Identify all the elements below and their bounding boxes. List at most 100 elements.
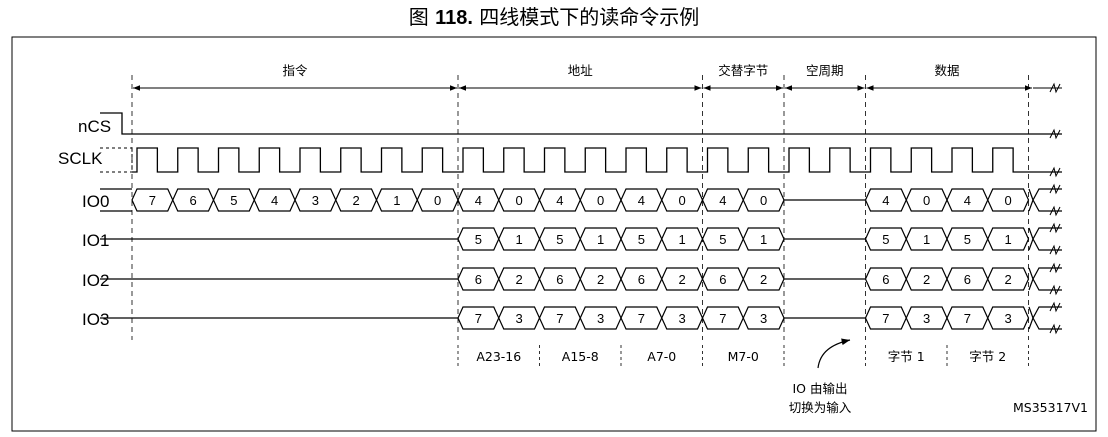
io0-instruction-cell-value: 1 bbox=[393, 193, 400, 208]
io3-data-cell-value: 7 bbox=[882, 311, 889, 326]
break-markers bbox=[1049, 82, 1061, 335]
io3-data-cell-value: 3 bbox=[923, 311, 930, 326]
io0-alternate-cell-value: 0 bbox=[760, 193, 767, 208]
data-byte-label: 字节 1 bbox=[888, 349, 925, 364]
sclk-waveform bbox=[100, 147, 1062, 173]
signal-label-io1: IO1 bbox=[82, 231, 109, 250]
io2-tail-top bbox=[1028, 267, 1062, 281]
io2-tail-bottom bbox=[1028, 277, 1062, 291]
io3-address-cell-value: 7 bbox=[556, 311, 563, 326]
phase-break-marker bbox=[1049, 82, 1061, 94]
io1-break-marker-bottom bbox=[1049, 244, 1061, 256]
io1-alternate-cell-value: 1 bbox=[760, 232, 767, 247]
io3-address-cell-value: 3 bbox=[516, 311, 523, 326]
io0-tail-top bbox=[1028, 188, 1062, 202]
phase-label-alternate: 交替字节 bbox=[718, 63, 768, 78]
phase-label-address: 地址 bbox=[568, 63, 594, 78]
io0-instruction-cell-value: 6 bbox=[190, 193, 197, 208]
phase-arrows: 指令地址交替字节空周期数据 bbox=[133, 63, 1062, 91]
io0-instruction-cell-value: 3 bbox=[312, 193, 319, 208]
signal-label-io0: IO0 bbox=[82, 192, 109, 211]
io2-data-cell-value: 6 bbox=[964, 272, 971, 287]
io1-data-cell-value: 5 bbox=[964, 232, 971, 247]
signal-label-sclk: SCLK bbox=[58, 149, 103, 168]
io2-alternate-cell-value: 6 bbox=[719, 272, 726, 287]
io-turnaround-arrow bbox=[817, 338, 851, 369]
figure-title-text: 四线模式下的读命令示例 bbox=[479, 5, 700, 29]
io1-address-cell-value: 1 bbox=[516, 232, 523, 247]
diagram-frame bbox=[11, 36, 1097, 432]
io3-address-cell-value: 3 bbox=[597, 311, 604, 326]
io1-address-cell-value: 1 bbox=[597, 232, 604, 247]
io3-address-cell-value: 3 bbox=[679, 311, 686, 326]
signal-label-ncs: nCS bbox=[78, 117, 111, 136]
io1-address-cell-value: 5 bbox=[638, 232, 645, 247]
data-byte-label: 字节 2 bbox=[969, 349, 1006, 364]
io0-address-cell-value: 0 bbox=[597, 193, 604, 208]
io2-data-cell-value: 6 bbox=[882, 272, 889, 287]
signal-label-io3: IO3 bbox=[82, 310, 109, 329]
io1-address-cell-value: 5 bbox=[475, 232, 482, 247]
io0-address-cell-value: 0 bbox=[679, 193, 686, 208]
sclk-break-marker bbox=[1049, 166, 1061, 178]
io0-instruction-cell-value: 7 bbox=[149, 193, 156, 208]
io0-instruction-cell-value: 4 bbox=[271, 193, 278, 208]
io0-address-cell-value: 4 bbox=[638, 193, 645, 208]
figure-code: MS35317V1 bbox=[1013, 400, 1088, 415]
alternate-byte-label: M7-0 bbox=[728, 349, 759, 364]
address-byte-label: A23-16 bbox=[476, 349, 521, 364]
io2-break-marker-top bbox=[1049, 262, 1061, 274]
io1-data-cell bbox=[987, 227, 1030, 251]
io1-tail-bottom bbox=[1028, 237, 1062, 251]
io2-address-cell-value: 2 bbox=[516, 272, 523, 287]
io1-data-cell-value: 5 bbox=[882, 232, 889, 247]
io3-data-cell-value: 7 bbox=[964, 311, 971, 326]
io3-data-cell bbox=[987, 306, 1030, 330]
ncs-break-marker bbox=[1049, 128, 1061, 140]
ncs-line bbox=[100, 112, 1062, 135]
io0-address-cell-value: 0 bbox=[516, 193, 523, 208]
ncs-waveform bbox=[100, 112, 1062, 135]
signal-label-io2: IO2 bbox=[82, 271, 109, 290]
address-byte-label: A7-0 bbox=[647, 349, 676, 364]
io0-data-cell-value: 4 bbox=[964, 193, 971, 208]
io2-address-cell-value: 2 bbox=[679, 272, 686, 287]
address-byte-label: A15-8 bbox=[562, 349, 599, 364]
io2-address-cell-value: 6 bbox=[475, 272, 482, 287]
figure-title-number: 118. bbox=[435, 7, 473, 29]
io0-alternate-cell-value: 4 bbox=[719, 193, 726, 208]
io1-address-cell-value: 1 bbox=[679, 232, 686, 247]
io0-data-cell-value: 4 bbox=[882, 193, 889, 208]
io1-address-cell-value: 5 bbox=[556, 232, 563, 247]
io0-tail-bottom bbox=[1028, 198, 1062, 212]
io0-data-cell bbox=[987, 188, 1030, 212]
io0-instruction-cell-value: 2 bbox=[353, 193, 360, 208]
io0-break-marker-top bbox=[1049, 183, 1061, 195]
io3-break-marker-top bbox=[1049, 301, 1061, 313]
io3-address-cell-value: 7 bbox=[638, 311, 645, 326]
phase-label-dummy: 空周期 bbox=[806, 63, 844, 78]
phase-label-data: 数据 bbox=[934, 63, 959, 78]
io2-data-cell bbox=[987, 267, 1030, 291]
io1-alternate-cell-value: 5 bbox=[719, 232, 726, 247]
phase-boundaries bbox=[131, 75, 1029, 340]
io0-instruction-cell-value: 5 bbox=[230, 193, 237, 208]
io2-data-cell-value: 2 bbox=[1005, 272, 1012, 287]
io3-tail-top bbox=[1028, 306, 1062, 320]
io0-data-cell-value: 0 bbox=[923, 193, 930, 208]
sclk-line bbox=[132, 147, 1062, 173]
io0-instruction-cell-value: 0 bbox=[434, 193, 441, 208]
io1-tail-top bbox=[1028, 227, 1062, 241]
io2-address-cell-value: 6 bbox=[556, 272, 563, 287]
io0-break-marker-bottom bbox=[1049, 205, 1061, 217]
io3-alternate-cell-value: 7 bbox=[719, 311, 726, 326]
io0-address-cell-value: 4 bbox=[475, 193, 482, 208]
io0-data-cell-value: 0 bbox=[1005, 193, 1012, 208]
io3-data-cell-value: 3 bbox=[1005, 311, 1012, 326]
io3-tail-bottom bbox=[1028, 316, 1062, 330]
